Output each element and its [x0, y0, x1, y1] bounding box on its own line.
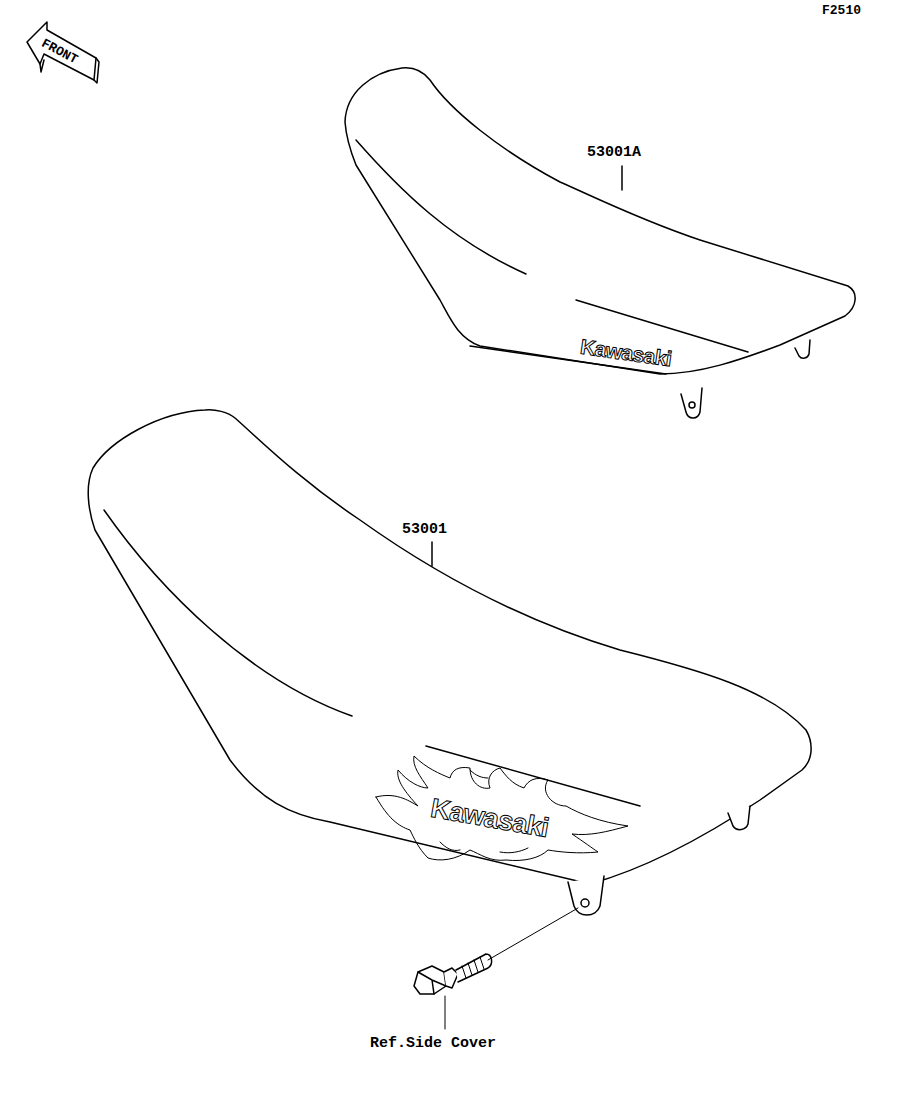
reference-note: Ref.Side Cover — [370, 1036, 496, 1051]
seat-outline — [345, 68, 855, 374]
callout-number: 53001 — [402, 522, 447, 537]
callout-number: 53001A — [587, 145, 641, 160]
front-arrow — [27, 22, 96, 80]
seat-outline — [88, 410, 811, 884]
flame-graphic — [376, 756, 628, 861]
bolt — [414, 966, 446, 994]
figure-number: F2510 — [822, 4, 861, 17]
